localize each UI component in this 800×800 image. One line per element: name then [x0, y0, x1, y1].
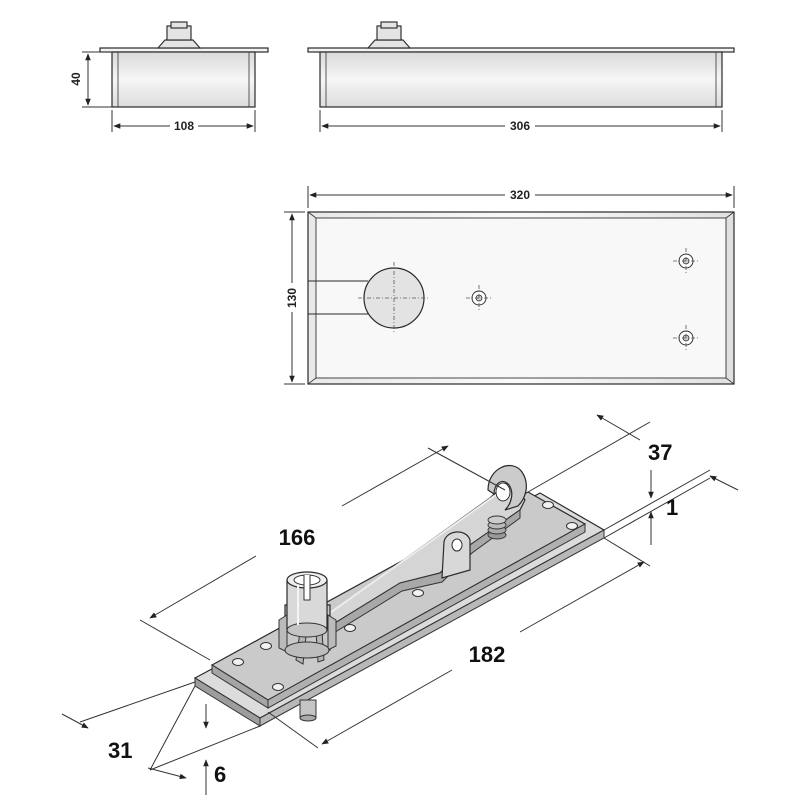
top-view-fixing-hole: [673, 325, 699, 351]
pivot-lug: [441, 531, 471, 579]
pivot-spring: [487, 515, 507, 540]
front-view-body: [111, 51, 256, 108]
front-width-label: 108: [174, 119, 194, 133]
pivot-screw-hole: [542, 501, 554, 509]
side-view-body: [319, 51, 723, 108]
side-view: 306: [307, 21, 735, 133]
pivot-screw-hole: [566, 522, 578, 530]
pivot-spindle-drop-label: 6: [214, 762, 226, 787]
pivot-offset-label: 31: [108, 738, 132, 763]
pivot-screw-hole: [412, 589, 424, 597]
front-view: 40 108: [69, 21, 269, 133]
pivot-view: 166 182 37 1 31 6: [61, 414, 739, 795]
pivot-spindle: [278, 571, 337, 665]
front-height-label: 40: [69, 72, 83, 86]
pivot-plate-length-label: 182: [469, 642, 506, 667]
pivot-plate-width-label: 37: [648, 440, 672, 465]
top-view-slot: [308, 280, 368, 315]
pivot-arm-eye: [487, 464, 527, 511]
pivot-screw-hole: [232, 658, 244, 666]
pivot-screw-hole: [272, 683, 284, 691]
pivot-plate-thickness-label: 1: [666, 495, 678, 520]
top-view: 320 130: [284, 186, 735, 385]
pivot-top-plate: [210, 491, 587, 701]
side-view-spindle: [366, 39, 412, 49]
front-view-spindle: [156, 39, 202, 49]
pivot-arm-length-label: 166: [279, 525, 316, 550]
top-view-fixing-hole: [673, 248, 699, 274]
pivot-bottom-pin: [299, 699, 317, 722]
side-length-label: 306: [510, 119, 530, 133]
top-view-fixing-hole: [466, 285, 492, 311]
top-width-label: 130: [285, 288, 299, 308]
pivot-screw-hole: [260, 642, 272, 650]
pivot-screw-hole: [344, 624, 356, 632]
top-length-label: 320: [510, 188, 530, 202]
